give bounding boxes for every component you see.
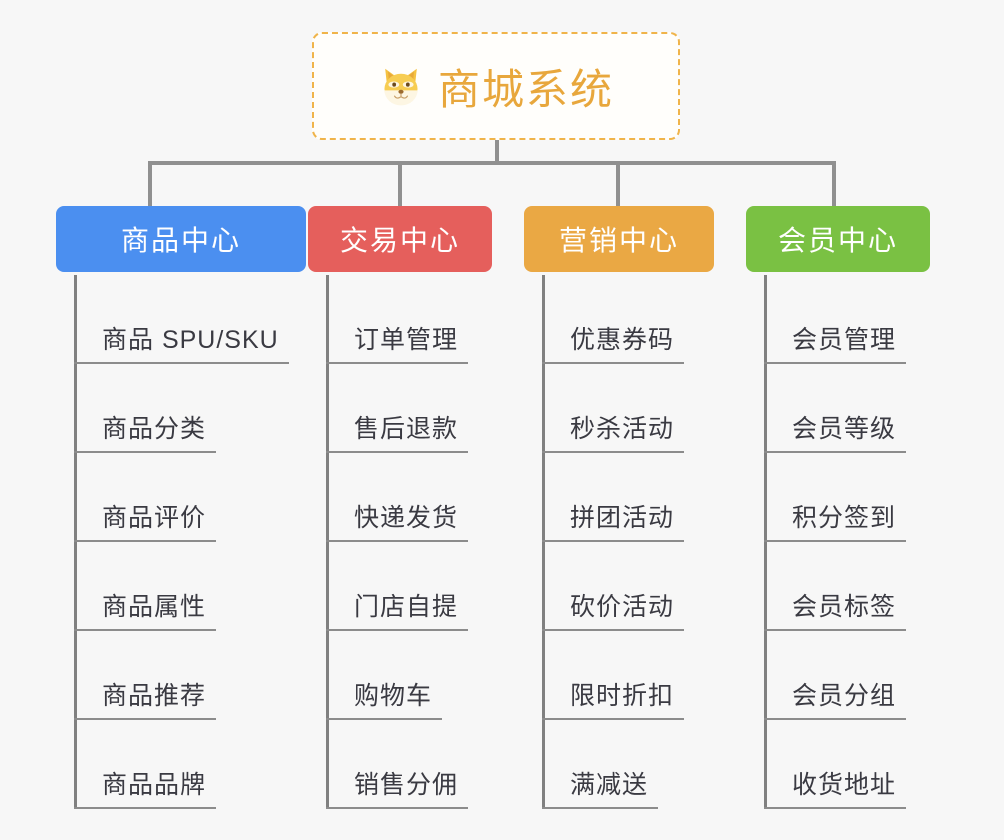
leaf-label: 销售分佣 (326, 765, 469, 809)
connector-drop-1 (148, 161, 152, 209)
list-item[interactable]: 秒杀活动 (542, 364, 714, 453)
list-item[interactable]: 快递发货 (326, 453, 492, 542)
leaf-label: 售后退款 (326, 409, 469, 453)
list-item[interactable]: 满减送 (542, 720, 714, 809)
branch-trade-center: 交易中心 订单管理 售后退款 快递发货 门店自提 购物车 销售分佣 (308, 206, 492, 809)
leaf-label: 商品属性 (74, 587, 217, 631)
list-item[interactable]: 购物车 (326, 631, 492, 720)
list-item[interactable]: 会员等级 (764, 364, 930, 453)
branch-header-member-center[interactable]: 会员中心 (746, 206, 930, 272)
list-item[interactable]: 销售分佣 (326, 720, 492, 809)
leaf-label: 限时折扣 (542, 676, 685, 720)
leaf-label: 拼团活动 (542, 498, 685, 542)
list-item[interactable]: 商品推荐 (74, 631, 306, 720)
connector-stem (495, 140, 499, 164)
leaf-label: 商品 SPU/SKU (74, 320, 289, 364)
leaf-label: 快递发货 (326, 498, 469, 542)
list-item[interactable]: 收货地址 (764, 720, 930, 809)
leaf-label: 门店自提 (326, 587, 469, 631)
branch-spine (542, 275, 545, 809)
connector-bus (148, 161, 834, 165)
connector-drop-3 (616, 161, 620, 209)
leaf-label: 优惠券码 (542, 320, 685, 364)
list-item[interactable]: 会员标签 (764, 542, 930, 631)
list-item[interactable]: 商品属性 (74, 542, 306, 631)
leaf-label: 商品推荐 (74, 676, 217, 720)
list-item[interactable]: 商品分类 (74, 364, 306, 453)
leaf-label: 会员分组 (764, 676, 907, 720)
leaf-label: 会员等级 (764, 409, 907, 453)
leaf-label: 秒杀活动 (542, 409, 685, 453)
branch-spine (764, 275, 767, 809)
branch-spine (326, 275, 329, 809)
connector-drop-4 (832, 161, 836, 209)
root-title: 商城系统 (437, 65, 614, 113)
list-item[interactable]: 限时折扣 (542, 631, 714, 720)
list-item[interactable]: 商品 SPU/SKU (74, 275, 306, 364)
list-item[interactable]: 砍价活动 (542, 542, 714, 631)
leaf-label: 会员标签 (764, 587, 907, 631)
list-item[interactable]: 会员分组 (764, 631, 930, 720)
dog-face-icon (378, 63, 424, 109)
leaf-label: 购物车 (326, 676, 443, 720)
leaf-label: 订单管理 (326, 320, 469, 364)
branch-header-product-center[interactable]: 商品中心 (56, 206, 306, 272)
branch-body-trade-center: 订单管理 售后退款 快递发货 门店自提 购物车 销售分佣 (308, 275, 492, 809)
leaf-label: 商品评价 (74, 498, 217, 542)
list-item[interactable]: 门店自提 (326, 542, 492, 631)
leaf-label: 积分签到 (764, 498, 907, 542)
branch-body-member-center: 会员管理 会员等级 积分签到 会员标签 会员分组 收货地址 (746, 275, 930, 809)
list-item[interactable]: 拼团活动 (542, 453, 714, 542)
branch-spine (74, 275, 77, 809)
branch-product-center: 商品中心 商品 SPU/SKU 商品分类 商品评价 商品属性 商品推荐 商品品牌 (56, 206, 306, 809)
branch-body-product-center: 商品 SPU/SKU 商品分类 商品评价 商品属性 商品推荐 商品品牌 (56, 275, 306, 809)
list-item[interactable]: 商品品牌 (74, 720, 306, 809)
leaf-label: 商品分类 (74, 409, 217, 453)
list-item[interactable]: 订单管理 (326, 275, 492, 364)
leaf-label: 砍价活动 (542, 587, 685, 631)
leaf-label: 商品品牌 (74, 765, 217, 809)
list-item[interactable]: 会员管理 (764, 275, 930, 364)
branch-marketing-center: 营销中心 优惠券码 秒杀活动 拼团活动 砍价活动 限时折扣 满减送 (524, 206, 714, 809)
leaf-label: 收货地址 (764, 765, 907, 809)
branch-header-trade-center[interactable]: 交易中心 (308, 206, 492, 272)
root-node[interactable]: 商城系统 (312, 32, 680, 140)
connector-drop-2 (398, 161, 402, 209)
list-item[interactable]: 售后退款 (326, 364, 492, 453)
leaf-label: 满减送 (542, 765, 659, 809)
list-item[interactable]: 积分签到 (764, 453, 930, 542)
list-item[interactable]: 优惠券码 (542, 275, 714, 364)
list-item[interactable]: 商品评价 (74, 453, 306, 542)
branch-member-center: 会员中心 会员管理 会员等级 积分签到 会员标签 会员分组 收货地址 (746, 206, 930, 809)
leaf-label: 会员管理 (764, 320, 907, 364)
branch-header-marketing-center[interactable]: 营销中心 (524, 206, 714, 272)
branch-body-marketing-center: 优惠券码 秒杀活动 拼团活动 砍价活动 限时折扣 满减送 (524, 275, 714, 809)
